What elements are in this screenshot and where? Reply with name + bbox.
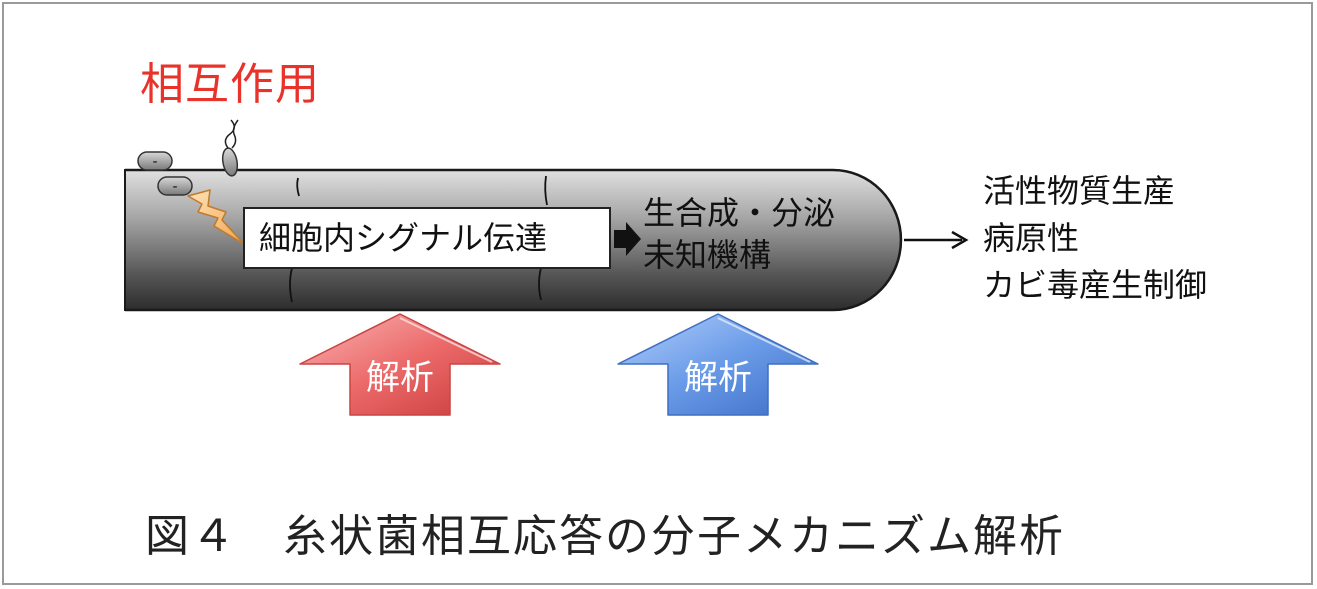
up-arrow-icon <box>299 313 501 416</box>
synthesis-line: 未知機構 <box>643 236 772 274</box>
output-item: カビ毒産生制御 <box>983 266 1208 304</box>
signal-transduction-box: 細胞内シグナル伝達 <box>243 207 611 269</box>
bacterium-mark: - <box>172 179 177 195</box>
figure-caption: 図４ 糸状菌相互応答の分子メカニズム解析 <box>145 511 1065 562</box>
synthesis-line: 生合成・分泌 <box>643 194 836 232</box>
interaction-label: 相互作用 <box>140 59 320 110</box>
up-arrow-icon <box>617 313 819 416</box>
block-arrow <box>614 222 641 256</box>
bacterium-icon: - <box>157 176 193 196</box>
output-arrow <box>904 230 969 250</box>
analysis-label-right: 解析 <box>684 358 752 398</box>
analysis-label-left: 解析 <box>366 358 434 398</box>
output-item: 病原性 <box>983 219 1080 257</box>
bacterium-mark: - <box>152 154 157 170</box>
synthesis-text: 生合成・分泌 未知機構 <box>643 192 835 276</box>
output-list: 活性物質生産 病原性 カビ毒産生制御 <box>983 168 1207 309</box>
flagellated-bacterium-icon <box>221 119 239 177</box>
output-item: 活性物質生産 <box>983 172 1176 210</box>
signal-transduction-label: 細胞内シグナル伝達 <box>259 219 548 257</box>
bacterium-icon: - <box>137 151 173 171</box>
